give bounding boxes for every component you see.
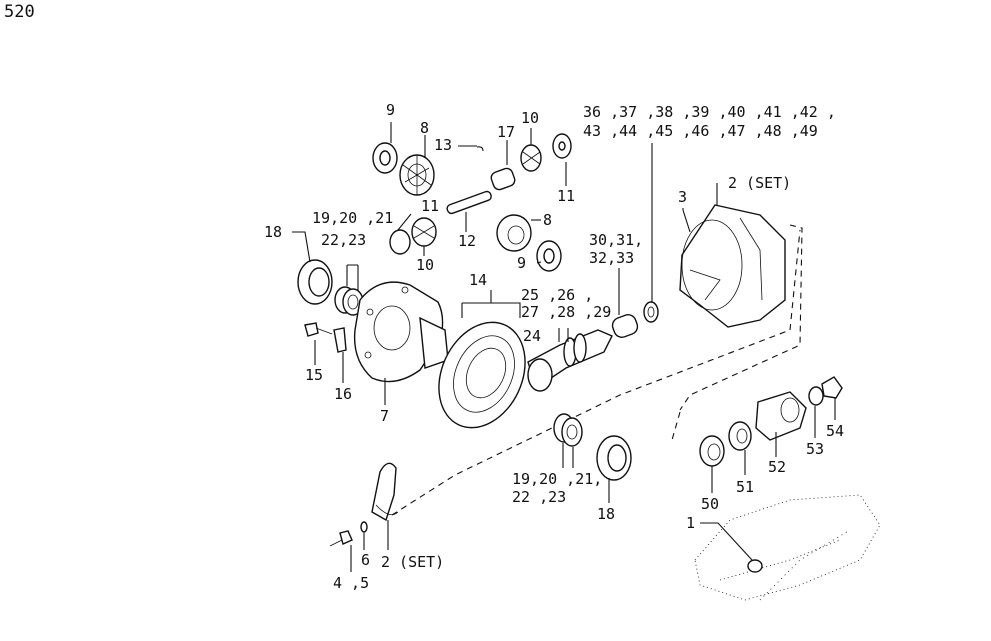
assembly-dash-line-main	[391, 229, 801, 516]
callout-50: 50	[701, 495, 720, 513]
flange-part-50	[699, 435, 725, 467]
callout-32-33: 32,33	[589, 249, 635, 267]
callout-43-49: 43 ,44 ,45 ,46 ,47 ,48 ,49	[583, 122, 818, 140]
callout-54: 54	[826, 422, 845, 440]
pinion-gear-10-top	[520, 144, 542, 172]
leader-lines	[292, 122, 836, 572]
differential-case-7	[353, 281, 449, 383]
callout-2-set-bottom: 2 (SET)	[381, 553, 445, 571]
callout-1: 1	[686, 514, 696, 532]
bearing-18-bottom	[596, 435, 632, 481]
callout-9-bottom: 9	[517, 254, 527, 272]
companion-flange-52	[755, 391, 807, 441]
washer-11-left	[389, 229, 411, 255]
stud-3	[682, 209, 691, 233]
callout-14: 14	[469, 271, 488, 289]
shims-19-23-bottom	[553, 413, 583, 447]
callout-53: 53	[806, 440, 825, 458]
callout-11-right: 11	[557, 187, 576, 205]
callout-7: 7	[380, 407, 390, 425]
differential-assembly-1	[747, 559, 763, 573]
callout-13: 13	[434, 136, 453, 154]
callout-52: 52	[768, 458, 787, 476]
side-gear-8-top	[399, 154, 435, 196]
callout-18-bottom: 18	[597, 505, 616, 523]
bolt-4-5	[329, 530, 353, 547]
drive-pinion-24	[527, 329, 613, 392]
assembly-dash-line-housing	[679, 224, 803, 411]
callout-19-21-bottom: 19,20 ,21,	[512, 470, 603, 488]
callout-8-top: 8	[420, 119, 430, 137]
callout-18-left: 18	[264, 223, 283, 241]
callout-10-bottom: 10	[416, 256, 435, 274]
callout-6: 6	[361, 551, 371, 569]
callout-17: 17	[497, 123, 516, 141]
callout-8-bottom: 8	[543, 211, 553, 229]
washer-9-top	[372, 142, 398, 174]
washer-9-bottom	[536, 240, 562, 272]
callout-15: 15	[305, 366, 324, 384]
spacer-30-33	[611, 314, 639, 338]
callout-3: 3	[678, 188, 688, 206]
callout-11-left: 11	[421, 197, 440, 215]
washer-6	[360, 521, 368, 533]
callout-22-23-left: 22,23	[321, 231, 367, 249]
side-gear-8-bottom	[496, 214, 532, 252]
carrier-housing-2	[679, 204, 786, 328]
callout-2-set-top: 2 (SET)	[728, 174, 792, 192]
callout-51: 51	[736, 478, 755, 496]
shaft-12	[446, 190, 492, 215]
callout-19-21-left: 19,20 ,21	[312, 209, 394, 227]
nut-54	[821, 376, 843, 399]
assembly-dash-line-bearing	[671, 411, 681, 441]
spacer-17	[490, 167, 516, 191]
bearing-18-left	[297, 259, 333, 305]
seal-36-49	[643, 301, 659, 323]
callout-10-top: 10	[521, 109, 540, 127]
bearing-cap-2	[371, 462, 399, 522]
callout-27-29: 27 ,28 ,29	[521, 303, 612, 321]
callout-30-31: 30,31,	[589, 231, 644, 249]
washer-11-right	[552, 133, 572, 159]
washer-53	[808, 386, 824, 406]
callout-9-top: 9	[386, 101, 396, 119]
pin-13	[476, 146, 484, 152]
callout-25-26: 25 ,26 ,	[521, 286, 594, 304]
ring-gear-14	[438, 321, 526, 429]
pinion-gear-10-bottom	[411, 217, 437, 247]
bolt-15	[304, 322, 333, 337]
page-number: 520	[4, 2, 35, 22]
callout-36-42: 36 ,37 ,38 ,39 ,40 ,41 ,42 ,	[583, 103, 836, 121]
callout-24: 24	[523, 327, 542, 345]
callout-16: 16	[334, 385, 353, 403]
flange-part-51	[728, 421, 752, 451]
vehicle-outline-dotted	[694, 494, 881, 601]
callout-4-5: 4 ,5	[333, 574, 370, 592]
lock-plate-16	[333, 327, 347, 353]
callout-12: 12	[458, 232, 477, 250]
callout-22-23-bottom: 22 ,23	[512, 488, 567, 506]
